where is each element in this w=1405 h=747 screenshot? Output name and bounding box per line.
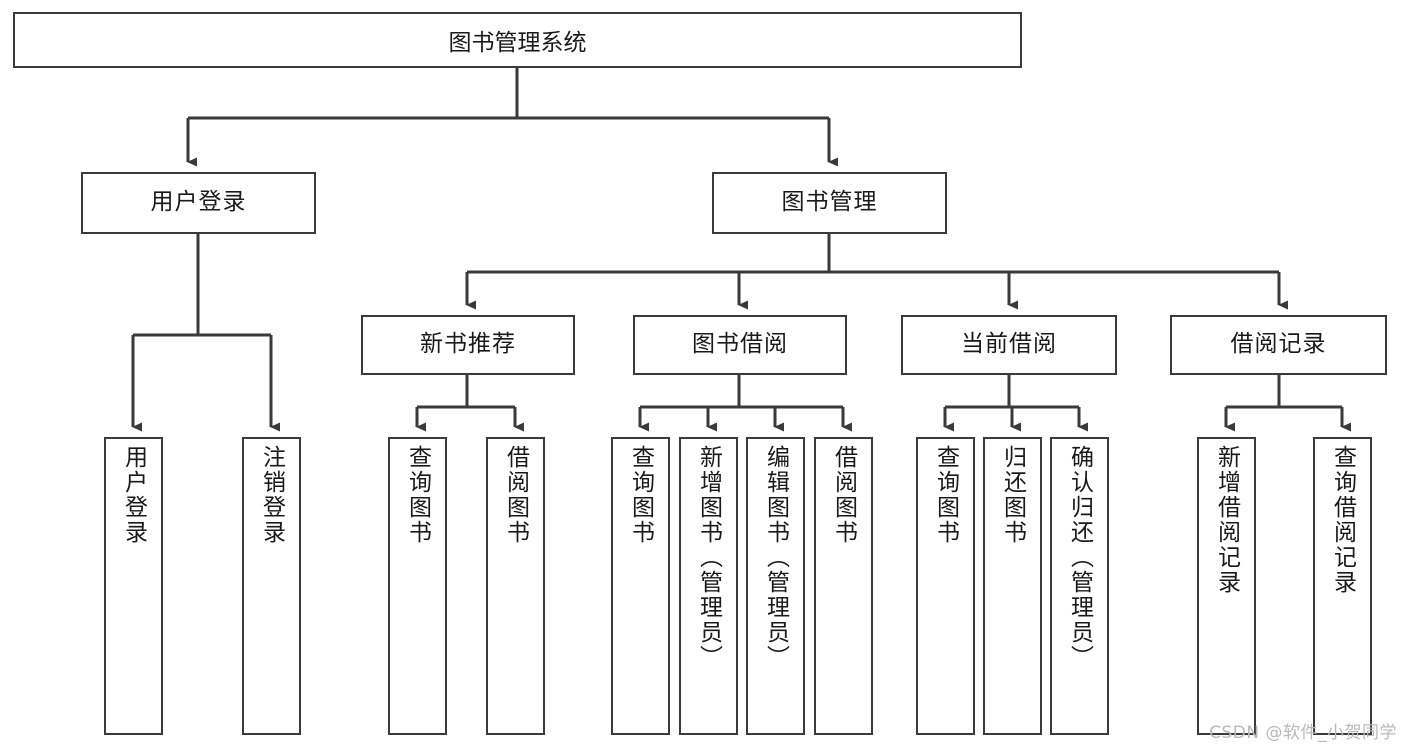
leaf-book-borrow-borrow-book[interactable]: 借阅图书: [814, 437, 873, 735]
leaf-label: 查询借阅记录: [1329, 445, 1356, 595]
leaf-current-borrow-return-book[interactable]: 归还图书: [983, 437, 1042, 735]
leaf-label: 用户登录: [120, 445, 147, 545]
leaf-user-login-logout[interactable]: 注销登录: [242, 437, 301, 735]
node-new-book-recommend[interactable]: 新书推荐: [361, 315, 575, 375]
leaf-label: 编辑图书（管理员）: [762, 445, 789, 670]
leaf-new-book-query-book[interactable]: 查询图书: [388, 437, 447, 735]
leaf-label: 注销登录: [258, 445, 285, 545]
node-label: 新书推荐: [420, 331, 516, 358]
node-label: 图书管理: [781, 189, 878, 216]
node-label: 借阅记录: [1230, 331, 1327, 358]
node-book-borrow[interactable]: 图书借阅: [633, 315, 847, 375]
leaf-label: 借阅图书: [502, 445, 529, 545]
node-current-borrow[interactable]: 当前借阅: [901, 315, 1117, 375]
node-label: 用户登录: [150, 189, 247, 216]
leaf-label: 确认归还（管理员）: [1066, 445, 1093, 670]
leaf-book-borrow-query-book[interactable]: 查询图书: [611, 437, 670, 735]
leaf-borrow-record-query-record[interactable]: 查询借阅记录: [1313, 437, 1372, 735]
leaf-borrow-record-add-record[interactable]: 新增借阅记录: [1197, 437, 1256, 735]
leaf-user-login-login[interactable]: 用户登录: [104, 437, 163, 735]
node-label: 图书管理系统: [448, 30, 587, 56]
node-label: 图书借阅: [692, 331, 788, 358]
node-root-book-management-system[interactable]: 图书管理系统: [13, 12, 1022, 68]
leaf-book-borrow-add-book-admin[interactable]: 新增图书（管理员）: [679, 437, 738, 735]
leaf-label: 查询图书: [404, 445, 431, 545]
leaf-current-borrow-query-book[interactable]: 查询图书: [916, 437, 975, 735]
leaf-new-book-borrow-book[interactable]: 借阅图书: [486, 437, 545, 735]
leaf-current-borrow-confirm-return-admin[interactable]: 确认归还（管理员）: [1050, 437, 1109, 735]
leaf-label: 归还图书: [999, 445, 1026, 545]
leaf-book-borrow-edit-book-admin[interactable]: 编辑图书（管理员）: [746, 437, 805, 735]
leaf-label: 查询图书: [932, 445, 959, 545]
leaf-label: 查询图书: [627, 445, 654, 545]
node-borrow-record[interactable]: 借阅记录: [1170, 315, 1387, 375]
leaf-label: 新增图书（管理员）: [695, 445, 722, 670]
watermark: CSDN @软件_小贺同学: [1209, 723, 1397, 743]
leaf-label: 新增借阅记录: [1213, 445, 1240, 595]
node-user-login[interactable]: 用户登录: [81, 172, 316, 234]
node-book-management[interactable]: 图书管理: [712, 172, 947, 234]
leaf-label: 借阅图书: [830, 445, 857, 545]
node-label: 当前借阅: [961, 331, 1057, 358]
